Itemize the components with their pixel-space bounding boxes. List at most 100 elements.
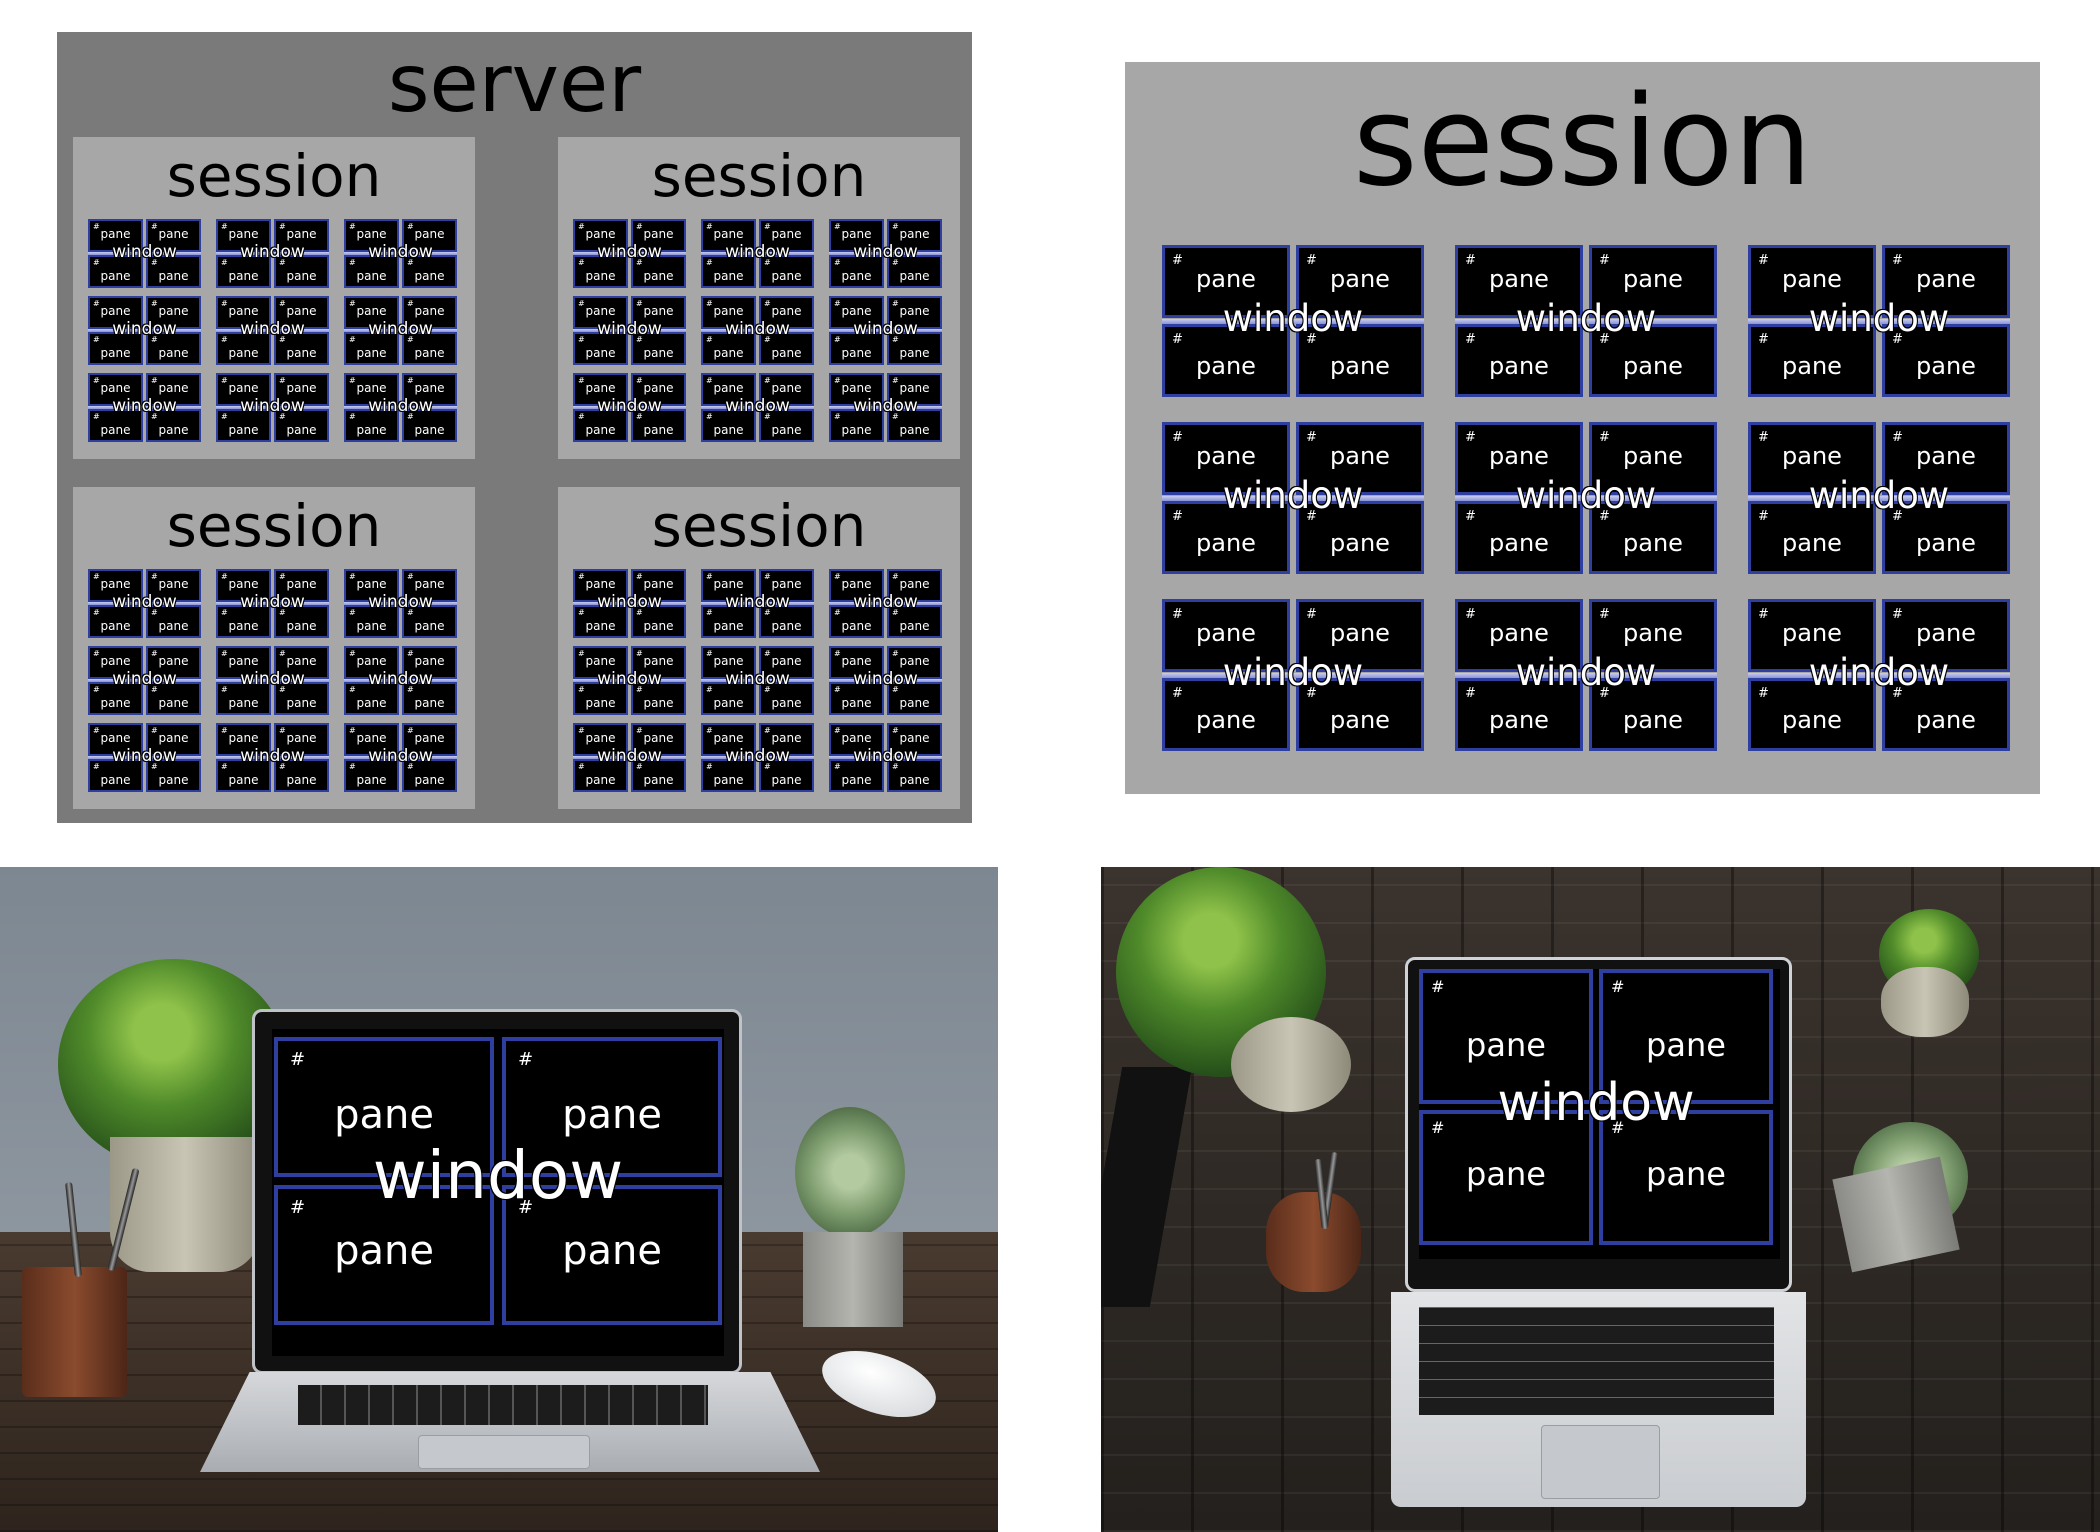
pane: #pane (146, 682, 201, 715)
pane-prompt-hash: # (151, 649, 158, 658)
pane: #pane (887, 646, 942, 679)
pane-label: pane (158, 653, 189, 668)
pane-prompt-hash: # (636, 685, 643, 694)
pane-prompt-hash: # (764, 258, 771, 267)
window-label: window (853, 745, 918, 766)
pane: #pane (402, 759, 457, 792)
pane-prompt-hash: # (1465, 509, 1476, 524)
pane-prompt-hash: # (1172, 332, 1183, 347)
pane-label: pane (228, 695, 259, 710)
pane: #pane (216, 409, 271, 442)
pane-prompt-hash: # (1465, 332, 1476, 347)
pane-label: pane (356, 226, 387, 241)
pane-label: pane (771, 772, 802, 787)
session-title: session (166, 142, 382, 210)
pane-prompt-hash: # (764, 335, 771, 344)
pane-prompt-hash: # (706, 685, 713, 694)
pane: #pane (402, 569, 457, 602)
pane: #pane (344, 605, 399, 638)
pane: #pane (1882, 501, 2010, 574)
pane-label: pane (158, 268, 189, 283)
pane-label: pane (585, 576, 616, 591)
pane-prompt-hash: # (578, 762, 585, 771)
window-bar (829, 406, 942, 409)
pane-prompt-hash: # (578, 572, 585, 581)
succulent (795, 1107, 905, 1237)
pane-label: pane (771, 618, 802, 633)
pane: #pane (146, 646, 201, 679)
pane-prompt-hash: # (578, 608, 585, 617)
pane-prompt-hash: # (764, 412, 771, 421)
pane-label: pane (713, 618, 744, 633)
pane-label: pane (899, 380, 930, 395)
pane-prompt-hash: # (93, 685, 100, 694)
pane: #pane (1419, 969, 1593, 1104)
pane: #pane (701, 219, 756, 252)
pane-prompt-hash: # (706, 222, 713, 231)
pane: #pane (1296, 599, 1424, 672)
pane-label: pane (228, 618, 259, 633)
pane-prompt-hash: # (407, 649, 414, 658)
pane: #pane (829, 373, 884, 406)
pane-label: pane (713, 576, 744, 591)
pane: #pane (344, 373, 399, 406)
pane: #pane (146, 605, 201, 638)
pane-label: pane (100, 653, 131, 668)
pane-label: pane (643, 653, 674, 668)
pane: #pane (701, 296, 756, 329)
pane-prompt-hash: # (279, 412, 286, 421)
pane: #pane (1748, 599, 1876, 672)
pane-label: pane (585, 695, 616, 710)
pane-prompt-hash: # (1611, 1118, 1625, 1137)
pane: #pane (274, 1037, 494, 1177)
pane: #pane (1882, 324, 2010, 397)
pane-prompt-hash: # (764, 222, 771, 231)
pane-prompt-hash: # (706, 572, 713, 581)
window-bar (701, 329, 814, 332)
pane-label: pane (100, 730, 131, 745)
pane: #pane (631, 759, 686, 792)
window-bar (829, 602, 942, 605)
pane-prompt-hash: # (706, 762, 713, 771)
pane-prompt-hash: # (834, 376, 841, 385)
pane-prompt-hash: # (1172, 509, 1183, 524)
server-title: server (387, 37, 642, 130)
pane-prompt-hash: # (221, 299, 228, 308)
pane-label: pane (356, 303, 387, 318)
pane: #pane (573, 409, 628, 442)
pane-label: pane (585, 772, 616, 787)
pane-label: pane (899, 695, 930, 710)
window-label: window (240, 395, 305, 416)
window-bar (1455, 495, 1717, 501)
pane: #pane (887, 759, 942, 792)
window-bar (1455, 672, 1717, 678)
pane: #pane (829, 723, 884, 756)
pane-label: pane (228, 226, 259, 241)
pane: #pane (88, 682, 143, 715)
pen-cup (1266, 1192, 1361, 1292)
pane-label: pane (899, 618, 930, 633)
pane-prompt-hash: # (93, 258, 100, 267)
pane-prompt-hash: # (279, 222, 286, 231)
pane: #pane (88, 569, 143, 602)
pane: #pane (887, 255, 942, 288)
pane: #pane (88, 332, 143, 365)
pane-prompt-hash: # (290, 1049, 306, 1070)
pane-label: pane (585, 422, 616, 437)
pane-label: pane (414, 226, 445, 241)
trackpad (1541, 1425, 1660, 1499)
pane-label: pane (286, 422, 317, 437)
pane-label: pane (158, 618, 189, 633)
pane: #pane (344, 723, 399, 756)
pane-prompt-hash: # (279, 335, 286, 344)
pane-prompt-hash: # (221, 726, 228, 735)
pane: #pane (701, 646, 756, 679)
pane-label: pane (414, 422, 445, 437)
